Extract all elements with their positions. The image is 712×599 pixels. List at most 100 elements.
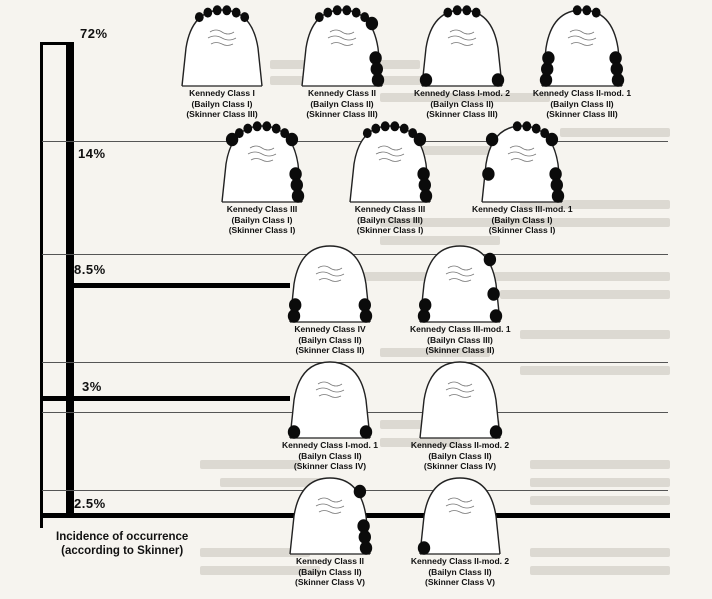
arch-outline bbox=[289, 361, 371, 439]
arch-outline bbox=[289, 477, 371, 555]
tooth bbox=[483, 252, 497, 267]
tooth bbox=[462, 5, 472, 16]
tooth bbox=[314, 12, 324, 23]
bailyn-class-label: (Bailyn Class I) bbox=[491, 214, 553, 225]
arch-diagram: Kennedy Class II (Bailyn Class II) (Skin… bbox=[292, 2, 392, 128]
kennedy-class-label: Kennedy Class II bbox=[307, 88, 377, 98]
arch-diagram: Kennedy Class II-mod. 2 (Bailyn Class II… bbox=[410, 470, 510, 596]
tooth bbox=[582, 5, 592, 16]
footer-line-1: Incidence of occurrence bbox=[56, 531, 189, 543]
palatal-rugae bbox=[327, 29, 357, 46]
tooth bbox=[591, 7, 601, 18]
incidence-footer: Incidence of occurrence (according to Sk… bbox=[56, 530, 188, 558]
tooth bbox=[487, 287, 500, 301]
arch-outline bbox=[289, 245, 371, 323]
bailyn-class-label: (Bailyn Class II) bbox=[298, 334, 362, 345]
arch-diagram: Kennedy Class IV (Bailyn Class II) (Skin… bbox=[280, 238, 380, 364]
arch-outline bbox=[349, 125, 431, 203]
tooth bbox=[203, 7, 213, 18]
tooth bbox=[262, 121, 272, 132]
palatal-rugae bbox=[315, 497, 345, 514]
classification-caption: Kennedy Class I-mod. 2 (Bailyn Class II)… bbox=[412, 88, 512, 120]
incidence-label-2-5: 2.5% bbox=[74, 496, 106, 511]
classification-caption: Kennedy Class II (Bailyn Class II) (Skin… bbox=[292, 88, 392, 120]
dental-arch-illustration bbox=[419, 5, 505, 87]
dental-arch-illustration bbox=[289, 477, 373, 555]
arch-diagram: Kennedy Class III (Bailyn Class III) (Sk… bbox=[340, 118, 440, 244]
kennedy-class-label: Kennedy Class III bbox=[226, 204, 298, 214]
tooth bbox=[549, 167, 562, 181]
tooth bbox=[417, 541, 431, 555]
arch-diagram: Kennedy Class III (Bailyn Class I) (Skin… bbox=[212, 118, 312, 244]
incidence-label-8-5: 8.5% bbox=[74, 262, 106, 277]
arch-outline bbox=[419, 361, 501, 439]
tooth bbox=[271, 123, 281, 134]
tooth bbox=[240, 12, 250, 23]
tooth bbox=[359, 309, 373, 323]
kennedy-class-label: Kennedy Class I-mod. 1 bbox=[282, 440, 378, 450]
tooth bbox=[413, 132, 427, 147]
tooth bbox=[417, 309, 431, 323]
palatal-rugae bbox=[207, 29, 237, 46]
palatal-rugae bbox=[315, 381, 345, 398]
separator-line bbox=[42, 141, 668, 142]
palatal-rugae bbox=[507, 145, 537, 162]
skinner-class-label: (Skinner Class III) bbox=[546, 109, 618, 119]
classification-caption: Kennedy Class II (Bailyn Class II) (Skin… bbox=[280, 556, 380, 588]
dental-arch-illustration bbox=[481, 121, 565, 203]
tooth bbox=[531, 123, 541, 134]
tooth bbox=[357, 519, 370, 533]
skinner-class-label: (Skinner Class III) bbox=[186, 109, 258, 119]
tooth bbox=[222, 5, 232, 16]
dental-arch-illustration bbox=[417, 245, 503, 323]
tooth bbox=[252, 121, 262, 132]
palatal-rugae bbox=[447, 29, 477, 46]
tooth bbox=[550, 178, 563, 192]
skinner-class-label: (Skinner Class III) bbox=[306, 109, 378, 119]
tooth bbox=[351, 7, 361, 18]
dental-arch-illustration bbox=[349, 121, 433, 203]
incidence-label-14: 14% bbox=[78, 146, 106, 161]
dental-arch-illustration bbox=[221, 121, 305, 203]
kennedy-class-label: Kennedy Class III bbox=[354, 204, 426, 214]
tooth bbox=[370, 62, 383, 76]
palatal-rugae bbox=[445, 265, 475, 282]
tooth bbox=[289, 298, 302, 312]
tooth bbox=[342, 5, 352, 16]
tooth bbox=[353, 484, 367, 499]
tooth bbox=[234, 128, 244, 139]
tooth bbox=[489, 425, 503, 439]
tooth bbox=[399, 123, 409, 134]
palatal-rugae bbox=[445, 497, 475, 514]
incidence-bar-3 bbox=[42, 396, 290, 401]
dental-arch-illustration bbox=[181, 5, 263, 87]
palatal-rugae bbox=[445, 381, 475, 398]
tooth bbox=[485, 132, 499, 147]
bailyn-class-label: (Bailyn Class II) bbox=[298, 566, 362, 577]
skinner-class-label: (Skinner Class II) bbox=[425, 345, 495, 355]
tooth bbox=[243, 123, 253, 134]
tooth bbox=[371, 73, 385, 87]
tooth bbox=[443, 7, 453, 18]
classification-caption: Kennedy Class I (Bailyn Class I) (Skinne… bbox=[172, 88, 272, 120]
tooth bbox=[522, 121, 532, 132]
tooth bbox=[231, 7, 241, 18]
tooth bbox=[359, 541, 373, 555]
tooth bbox=[332, 5, 342, 16]
palatal-rugae bbox=[315, 265, 345, 282]
arch-outline bbox=[301, 9, 383, 87]
arch-outline bbox=[541, 9, 623, 87]
bailyn-class-label: (Bailyn Class II) bbox=[310, 98, 374, 109]
palatal-rugae bbox=[567, 29, 597, 46]
kennedy-class-label: Kennedy Class II-mod. 2 bbox=[410, 556, 510, 566]
arch-diagram: Kennedy Class III-mod. 1 (Bailyn Class I… bbox=[472, 118, 573, 244]
tooth bbox=[419, 298, 432, 312]
kennedy-class-label: Kennedy Class II bbox=[295, 556, 365, 566]
palatal-rugae bbox=[247, 145, 277, 162]
dental-arch-illustration bbox=[539, 5, 625, 87]
left-outer-bracket-vertical bbox=[40, 42, 43, 528]
kennedy-class-label: Kennedy Class II-mod. 2 bbox=[410, 440, 510, 450]
dental-arch-illustration bbox=[417, 477, 501, 555]
bailyn-class-label: (Bailyn Class II) bbox=[298, 450, 362, 461]
dental-arch-illustration bbox=[419, 361, 503, 439]
